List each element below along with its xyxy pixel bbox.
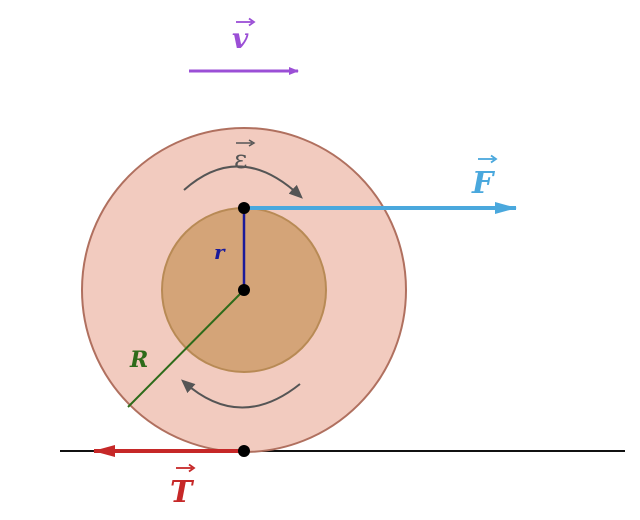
- rotation-arrow-bottom: [181, 379, 301, 409]
- vector-label-friction: T: [170, 463, 196, 510]
- friction-label: T: [170, 475, 195, 510]
- velocity-label: v: [232, 22, 249, 55]
- force-application-point: [238, 202, 250, 214]
- force-label: F: [471, 166, 496, 201]
- vector-label-velocity: v: [232, 17, 256, 55]
- inner-radius-label: r: [214, 240, 226, 264]
- center-point: [238, 284, 250, 296]
- outer-radius-line: [127, 289, 245, 408]
- vector-label-epsilon: ε: [234, 139, 256, 175]
- angular-acceleration-label: ε: [234, 145, 247, 175]
- outer-radius-label: R: [129, 347, 148, 373]
- rotation-arrow-top: [183, 165, 303, 199]
- contact-point: [238, 445, 250, 457]
- vector-label-force: F: [471, 154, 498, 201]
